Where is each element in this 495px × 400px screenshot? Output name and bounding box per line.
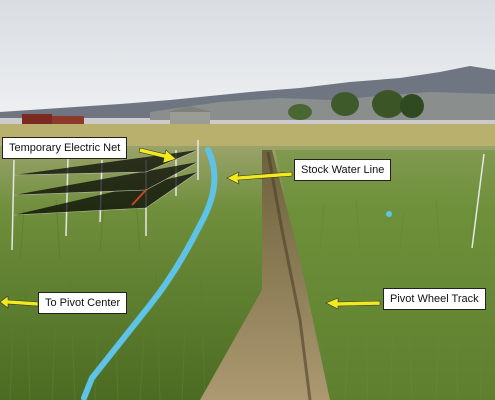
tree [288, 104, 312, 120]
water-line-label: Stock Water Line [294, 159, 392, 181]
tree [372, 90, 404, 118]
electric-net-label: Temporary Electric Net [2, 137, 128, 159]
barn [22, 114, 52, 126]
wheel-track-edge [266, 151, 312, 400]
arrow-icon [0, 147, 381, 310]
pivot-center-label: To Pivot Center [38, 292, 128, 314]
shed [170, 112, 210, 126]
tree [400, 94, 424, 118]
water-line-marker [386, 211, 392, 217]
wheel-track-label: Pivot Wheel Track [383, 288, 486, 310]
stock-water-line [81, 147, 218, 400]
barn [52, 116, 84, 126]
shed-roof [168, 106, 212, 112]
right-grass [275, 150, 495, 400]
wheel-track [200, 150, 330, 400]
tree [331, 92, 359, 116]
electric-net-mesh [13, 149, 199, 216]
fence-marker [131, 189, 147, 206]
